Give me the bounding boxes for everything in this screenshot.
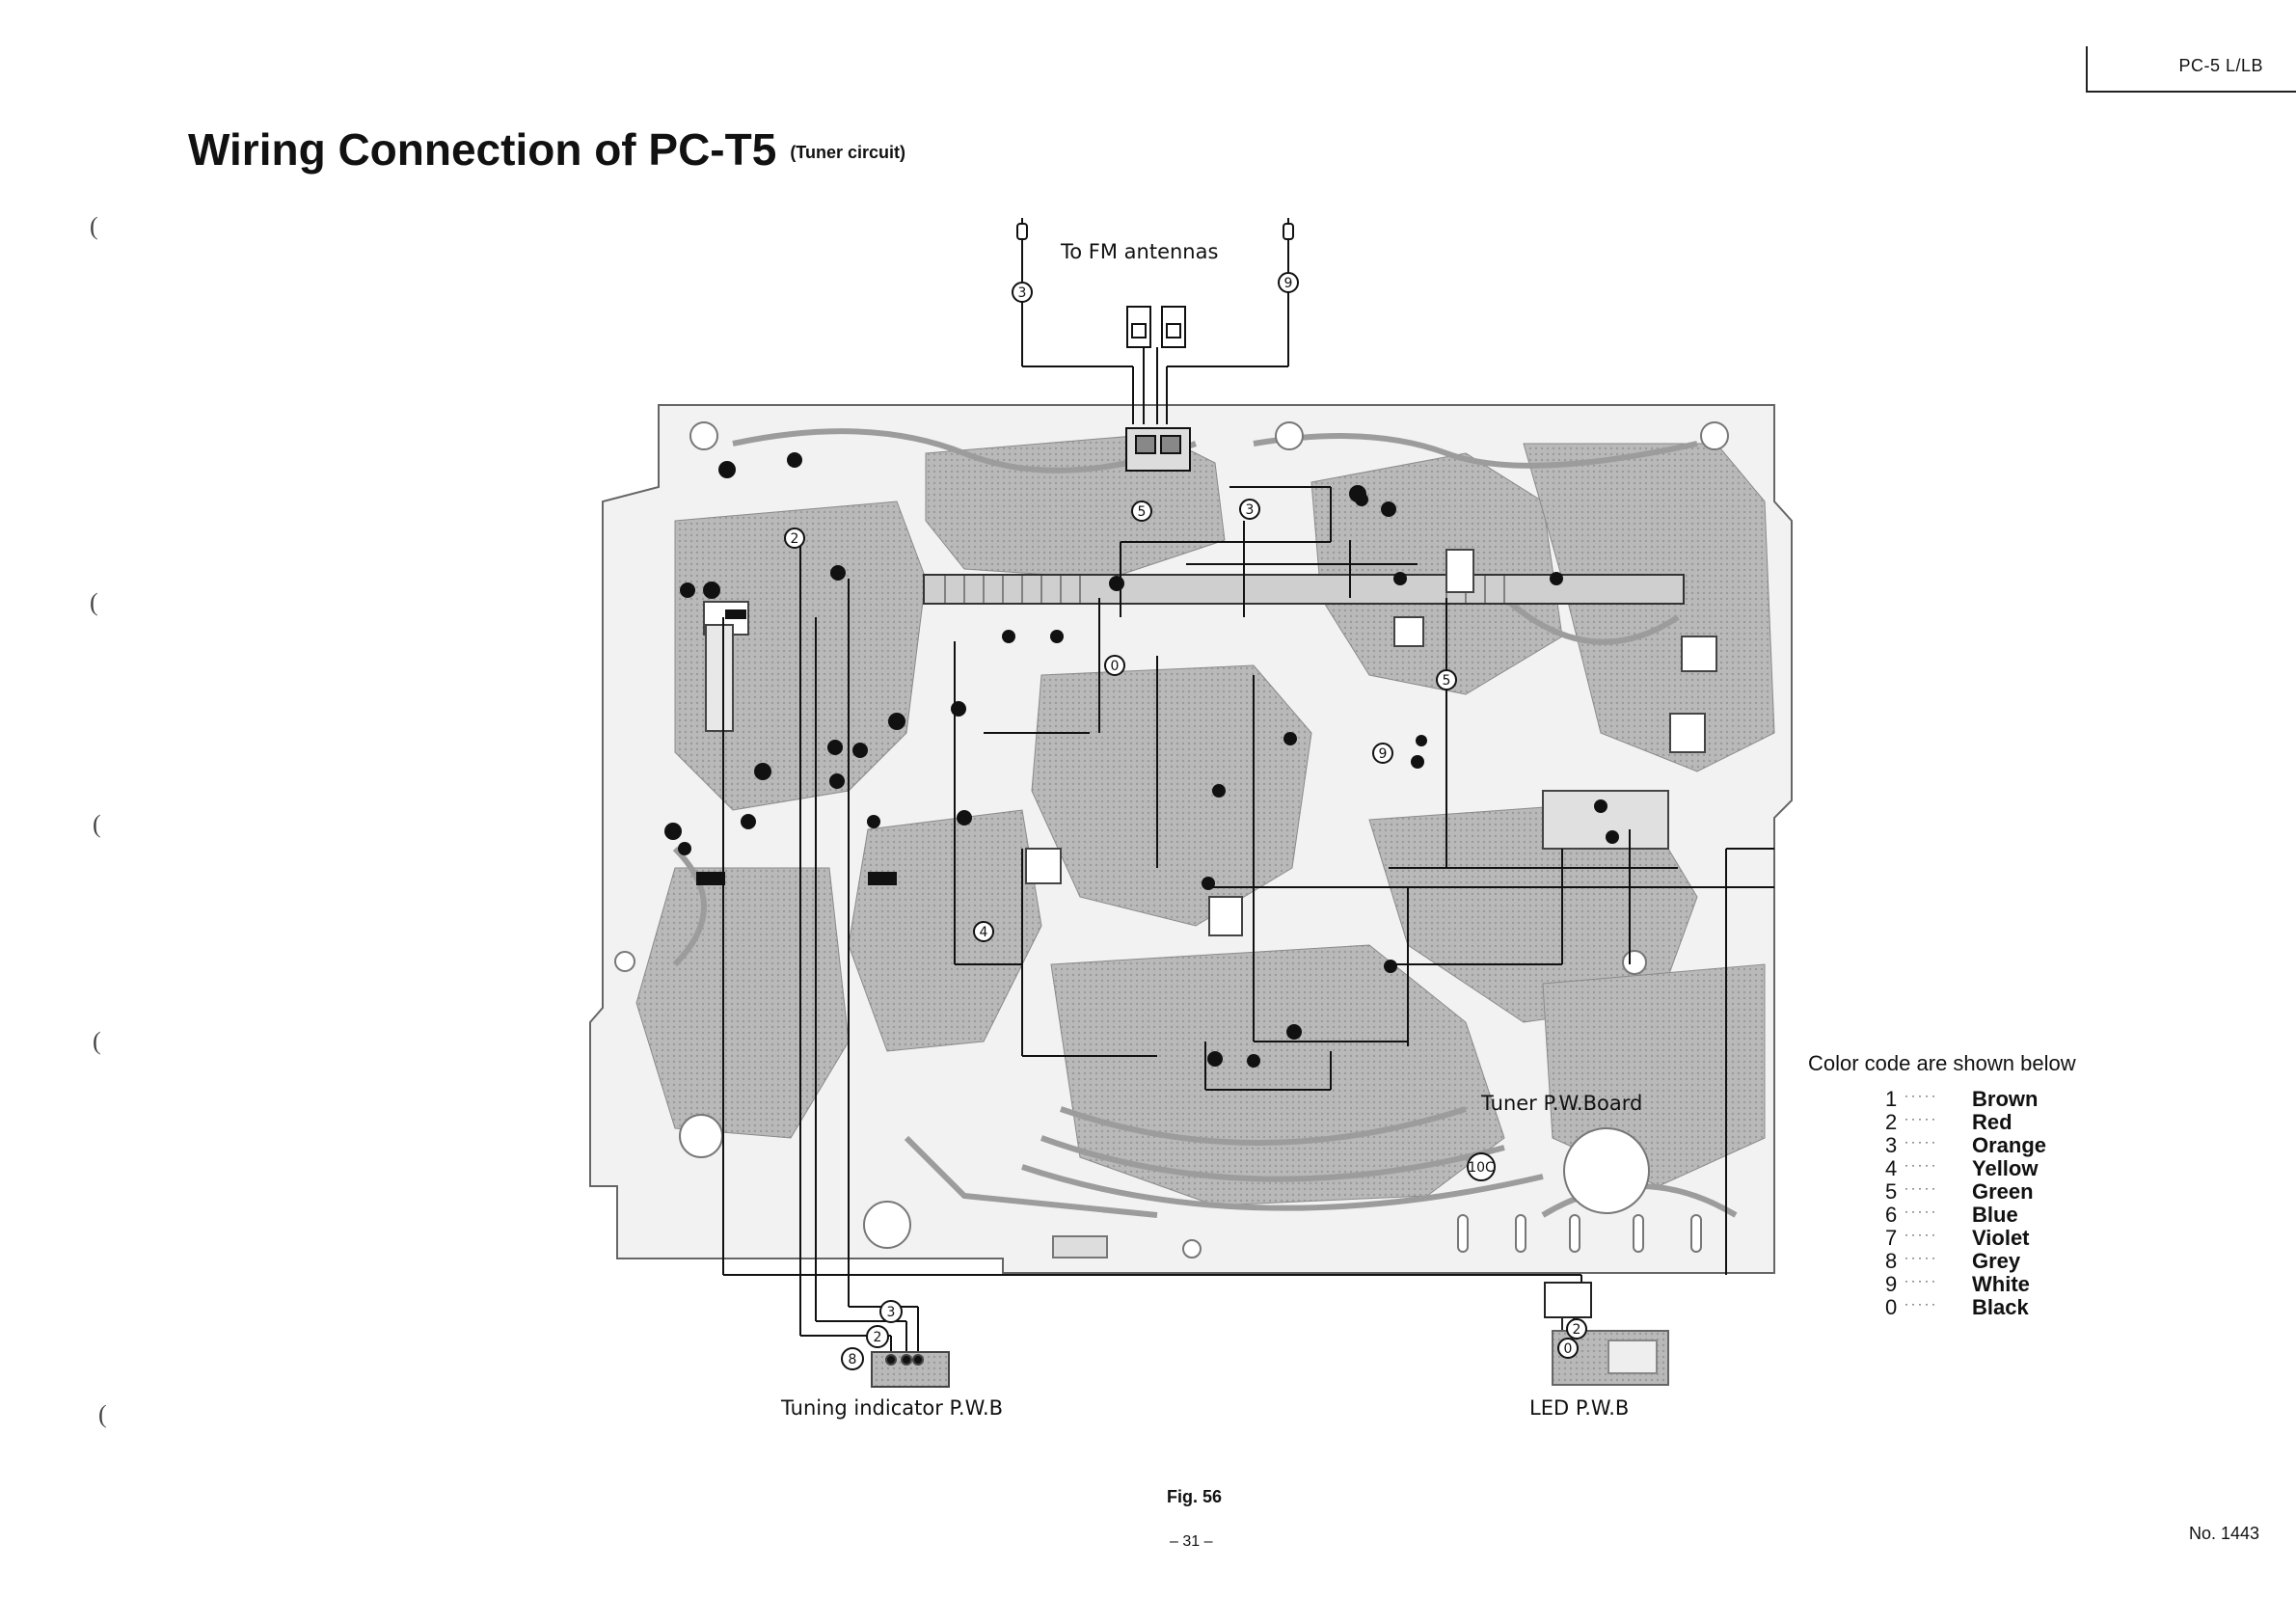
wire-tag: 4 xyxy=(980,925,988,940)
margin-mark: ( xyxy=(93,1027,101,1055)
color-code: 7 xyxy=(1885,1226,1898,1250)
model-box xyxy=(2086,46,2296,93)
tuning-indicator-label: Tuning indicator P.W.B xyxy=(780,1396,1003,1420)
solder-pads xyxy=(664,452,1619,1068)
wire-tag: 5 xyxy=(1138,504,1147,520)
page-number: – 31 – xyxy=(1170,1533,1213,1550)
tuning-indicator-pwb xyxy=(871,1351,950,1388)
tuner-board-label: Tuner P.W.Board xyxy=(1480,1092,1642,1115)
wire-tag: 0 xyxy=(1111,659,1120,674)
document-number: No. 1443 xyxy=(2189,1524,2260,1543)
wire-tag: 3 xyxy=(1246,502,1255,518)
color-code: 3 xyxy=(1885,1133,1898,1157)
wire-tag: 9 xyxy=(1379,746,1388,762)
margin-mark: ( xyxy=(90,212,98,240)
color-code: 5 xyxy=(1885,1179,1898,1204)
fm-antenna-wiring xyxy=(1021,237,1289,424)
mounting-holes xyxy=(614,421,1729,1259)
legend-item: 1·····Brown xyxy=(1885,1087,2039,1111)
legend-item: 2·····Red xyxy=(1885,1110,2012,1134)
color-code: 4 xyxy=(1885,1156,1898,1180)
color-code: 1 xyxy=(1885,1087,1898,1111)
color-code: 6 xyxy=(1885,1203,1898,1227)
color-name: Violet xyxy=(1972,1226,2030,1250)
ic-row xyxy=(923,574,1685,605)
wire-tag: 3 xyxy=(887,1305,896,1320)
wire-tag: 9 xyxy=(1284,276,1293,291)
color-name: Red xyxy=(1972,1110,2012,1134)
led-pwb xyxy=(1544,1282,1669,1386)
title-main: Wiring Connection of PC-T5 xyxy=(188,124,777,175)
wire-tag: 8 xyxy=(849,1352,857,1367)
legend-item: 9·····White xyxy=(1885,1272,2030,1296)
margin-mark: ( xyxy=(93,810,101,838)
model-label: PC-5 L/LB xyxy=(2178,56,2263,75)
copper-traces xyxy=(635,433,1775,1206)
color-code: 0 xyxy=(1885,1295,1898,1319)
color-name: White xyxy=(1972,1272,2030,1296)
color-name: Brown xyxy=(1972,1087,2039,1111)
legend-item: 8·····Grey xyxy=(1885,1249,2021,1273)
legend-item: 4·····Yellow xyxy=(1885,1156,2039,1180)
color-code: 9 xyxy=(1885,1272,1898,1296)
legend-item: 7·····Violet xyxy=(1885,1226,2030,1250)
antenna-plugs xyxy=(1016,218,1294,472)
color-code: 2 xyxy=(1885,1110,1898,1134)
wire-tag: 0 xyxy=(1564,1341,1573,1357)
color-name: Blue xyxy=(1972,1203,2018,1227)
components xyxy=(703,549,1717,936)
legend-item: 5·····Green xyxy=(1885,1179,2034,1204)
legend-item: 0·····Black xyxy=(1885,1295,2029,1319)
margin-mark: ( xyxy=(98,1400,107,1428)
wire-tag: 10C xyxy=(1468,1160,1495,1176)
color-name: Grey xyxy=(1972,1249,2021,1273)
trace-lines xyxy=(672,428,1738,1218)
wire-tag: 5 xyxy=(1443,673,1451,689)
color-name: Yellow xyxy=(1972,1156,2039,1180)
legend-item: 6·····Blue xyxy=(1885,1203,2018,1227)
page-title: Wiring Connection of PC-T5 (Tuner circuit… xyxy=(188,123,905,176)
wire-tag: 3 xyxy=(1018,285,1027,301)
wire-tag-labels: 3 9 5 3 2 9 5 0 4 3 2 8 2 0 10C xyxy=(791,276,1581,1367)
legend-item: 3·····Orange xyxy=(1885,1133,2047,1157)
fm-antennas-label: To FM antennas xyxy=(1060,240,1218,263)
color-name: Green xyxy=(1972,1179,2034,1204)
title-sub: (Tuner circuit) xyxy=(790,143,905,163)
wire-tags xyxy=(784,272,1587,1370)
wire-tag: 2 xyxy=(1573,1322,1581,1338)
legend-title: Color code are shown below xyxy=(1808,1051,2076,1075)
figure-caption: Fig. 56 xyxy=(1167,1487,1223,1506)
color-code: 8 xyxy=(1885,1249,1898,1273)
wire-tag: 2 xyxy=(791,531,799,547)
color-legend: 1·····Brown 2·····Red 3·····Orange 4····… xyxy=(1885,1087,2047,1319)
margin-mark: ( xyxy=(90,588,98,616)
board-slots xyxy=(1052,1214,1702,1259)
color-name: Black xyxy=(1972,1295,2029,1319)
wire-tag: 2 xyxy=(874,1330,882,1345)
color-name: Orange xyxy=(1972,1133,2047,1157)
led-pwb-label: LED P.W.B xyxy=(1529,1396,1629,1420)
